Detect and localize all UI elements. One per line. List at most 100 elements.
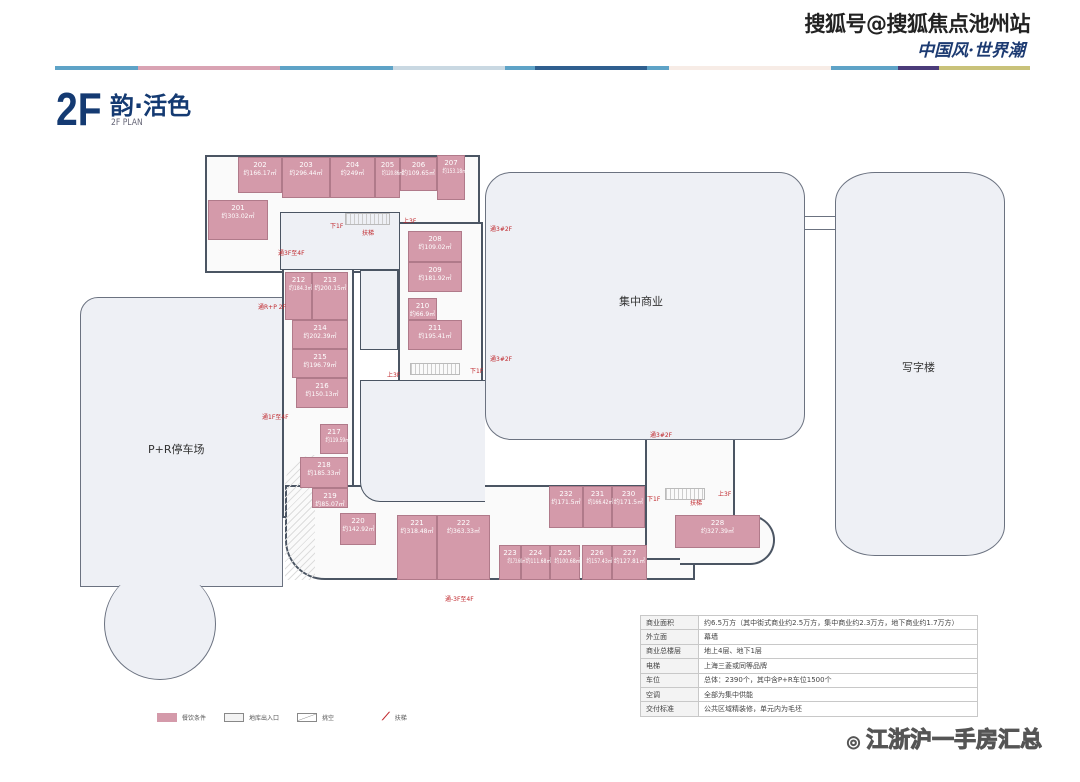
unit-area: 约150.13㎡ — [305, 391, 339, 399]
unit-area: 约296.44㎡ — [289, 170, 323, 178]
unit-number: 220 — [351, 517, 365, 525]
circulation-marker: 通3#2F — [650, 432, 673, 439]
table-row: 空调全部为集中供能 — [640, 686, 978, 703]
row-label: 商业面积 — [640, 614, 699, 631]
row-label: 交付标准 — [640, 701, 699, 717]
circulation-marker: 下1F — [647, 496, 661, 503]
unit-area: 约318.48㎡ — [400, 528, 434, 536]
circulation-marker: 通-3F至4F — [445, 596, 474, 603]
unit-number: 228 — [710, 519, 725, 527]
unit-number: 227 — [622, 549, 637, 557]
row-label: 空调 — [640, 686, 699, 703]
table-row: 交付标准公共区域精装修，单元内为毛坯 — [640, 701, 978, 717]
unit-number: 221 — [410, 519, 424, 527]
info-table: 商业面积约6.5万方（其中街式商业约2.5万方，集中商业约2.3万方，地下商业约… — [640, 614, 978, 717]
row-label: 商业总楼层 — [640, 643, 699, 660]
row-label: 电梯 — [640, 658, 699, 674]
unit-area: 约153.18㎡ — [442, 168, 467, 176]
unit-number: 231 — [590, 490, 605, 498]
unit-number: 202 — [253, 161, 267, 169]
unit-number: 226 — [590, 549, 604, 557]
unit-area: 约166.17㎡ — [243, 170, 277, 178]
unit-area: 约171.5㎡ — [613, 499, 644, 507]
unit-area: 约249㎡ — [340, 170, 365, 178]
unit-number: 218 — [317, 461, 331, 469]
unit-number: 232 — [559, 490, 573, 498]
unit-area: 约109.02㎡ — [418, 244, 452, 252]
page-subtitle: 2F PLAN — [111, 118, 143, 128]
table-row: 商业总楼层地上4层、地下1层 — [640, 643, 978, 660]
row-value: 公共区域精装修，单元内为毛坯 — [698, 701, 978, 717]
unit-area: 约200.15㎡ — [313, 285, 347, 293]
row-value: 约6.5万方（其中街式商业约2.5万方，集中商业约2.3万方，地下商业约1.7万… — [698, 614, 978, 631]
legend-dining: 餐饮条件 — [157, 712, 206, 722]
circulation-marker: 扶梯 — [690, 500, 703, 507]
unit-area: 约66.9㎡ — [409, 311, 436, 319]
row-value: 上海三菱或同等品牌 — [698, 658, 978, 674]
unit-number: 216 — [315, 382, 329, 390]
unit-number: 219 — [323, 492, 337, 500]
unit-number: 212 — [291, 276, 306, 284]
mall-label: 集中商业 — [619, 295, 663, 308]
circulation-marker: 通1F至4F — [262, 414, 289, 421]
unit-number: 204 — [345, 161, 360, 169]
unit-area: 约202.39㎡ — [303, 333, 337, 341]
parking-label: P+R停车场 — [148, 443, 205, 456]
unit-number: 206 — [411, 161, 426, 169]
page-title: 韵·活色 — [110, 92, 192, 120]
color-bar-segment — [505, 66, 536, 70]
unit-area: 约303.02㎡ — [221, 213, 255, 221]
brand-logo: 中国风·世界潮 — [917, 41, 1025, 61]
unit-number: 225 — [558, 549, 572, 557]
color-bar-segment — [830, 66, 898, 70]
circulation-marker: 扶梯 — [362, 230, 375, 237]
mall-zone: 集中商业 — [485, 172, 805, 440]
unit-area: 约111.68㎡ — [525, 558, 552, 566]
unit-area: 约120.86㎡ — [382, 170, 403, 178]
unit-area: 约181.92㎡ — [418, 275, 452, 283]
unit-area: 约85.07㎡ — [315, 501, 345, 509]
color-bar-segment — [393, 66, 506, 70]
color-bar-segment — [897, 66, 940, 70]
color-bar-segment — [669, 66, 831, 70]
circulation-marker: 通3#2F — [490, 356, 513, 363]
watermark-top: 搜狐号@搜狐焦点池州站 — [804, 12, 1031, 36]
office-zone: 写字楼 — [835, 172, 1005, 556]
unit-number: 201 — [231, 204, 245, 212]
legend-void: 挑空 — [297, 712, 334, 722]
unit-number: 208 — [428, 235, 442, 243]
unit-area: 约119.59㎡ — [325, 437, 350, 445]
unit-number: 222 — [456, 519, 471, 527]
